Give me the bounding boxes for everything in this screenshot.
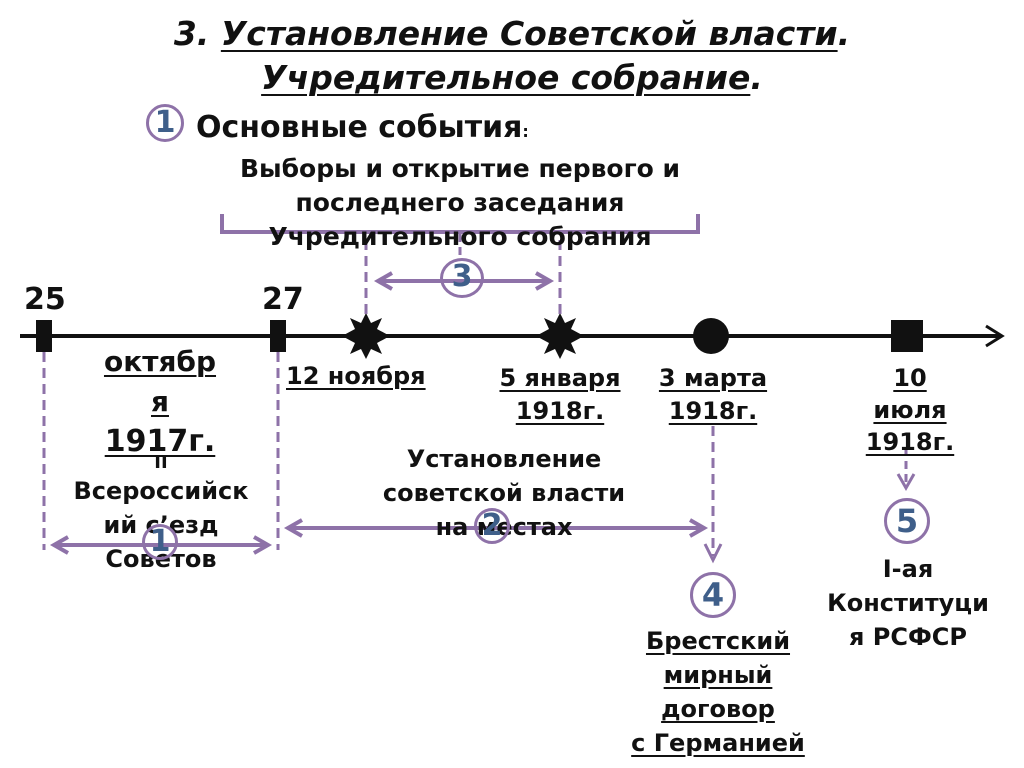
marker-nov12-star — [342, 313, 390, 359]
event-brest-treaty: Брестский мирный договор с Германией — [610, 624, 826, 760]
marker-jan5-star — [536, 313, 584, 359]
date-nov12: 12 ноября — [286, 362, 426, 390]
event-constitution: I-ая Конституци я РСФСР — [808, 552, 1008, 654]
marker-oct27 — [270, 320, 286, 352]
mar3-line1: 3 марта — [658, 364, 768, 392]
soviet-line2: советской власти — [382, 479, 626, 507]
const-line2: Конституци — [827, 589, 989, 617]
congress-badge: 1 — [142, 524, 178, 560]
date-jan5-1918: 5 января 1918г. — [480, 362, 640, 428]
mar3-line2: 1918г. — [668, 397, 758, 425]
title-number: 3. — [173, 14, 210, 53]
brest-line4: с Германией — [631, 729, 805, 757]
const-line1: I-ая — [882, 555, 934, 583]
marker-oct25 — [36, 320, 52, 352]
soviet-line1: Установление — [406, 445, 602, 473]
section-heading: Основные события: — [196, 110, 529, 150]
title-line1: Установление Советской власти — [220, 14, 838, 53]
page-title: 3. Установление Советской власти. — [0, 12, 1024, 56]
date-25: 25 — [24, 282, 66, 317]
title-dot-2: . — [750, 58, 763, 97]
marker-mar3-circle — [693, 318, 729, 354]
date-jul10-1918: 10 июля 1918г. — [840, 362, 980, 458]
arrowhead-mar3 — [703, 543, 723, 564]
const-line3: я РСФСР — [849, 623, 967, 651]
subtext-line3: Учредительного собрания — [268, 222, 652, 251]
section-colon: : — [522, 122, 529, 141]
oct-line1: октябр — [103, 345, 217, 378]
constitution-badge: 5 — [884, 498, 930, 544]
section-heading-text: Основные события — [196, 110, 523, 145]
brest-line1: Брестский — [645, 627, 791, 655]
assembly-badge: 3 — [440, 258, 484, 298]
subtext-line2: последнего заседания — [295, 188, 625, 217]
title-dot-1: . — [837, 14, 851, 53]
title-line2: Учредительное собрание — [261, 58, 751, 97]
oct-line3: 1917г. — [104, 424, 216, 459]
date-october-1917: октябр я 1917г. — [60, 342, 260, 462]
jul10-line1: 10 — [893, 364, 927, 392]
timeline-arrowhead — [985, 324, 1005, 348]
date-mar3-1918: 3 марта 1918г. — [638, 362, 788, 428]
jul10-line3: 1918г. — [865, 428, 955, 456]
page-subtitle: Учредительное собрание. — [0, 56, 1024, 100]
assembly-bracket — [220, 214, 700, 234]
section-badge: 1 — [146, 104, 184, 142]
jan5-line2: 1918г. — [515, 397, 605, 425]
arrowhead-jul10 — [896, 473, 916, 492]
congress-roman: II — [154, 452, 168, 473]
brest-badge: 4 — [690, 572, 736, 618]
brest-line3: договор — [661, 695, 775, 723]
section-subtext: Выборы и открытие первого и последнего з… — [160, 152, 760, 254]
jul10-line2: июля — [873, 396, 947, 424]
oct-line2: я — [151, 385, 169, 418]
subtext-line1: Выборы и открытие первого и — [239, 154, 681, 183]
marker-jul10-square — [891, 320, 923, 352]
date-27: 27 — [262, 282, 304, 317]
soviet-badge: 2 — [474, 508, 510, 544]
jan5-line1: 5 января — [499, 364, 621, 392]
brest-line2: мирный — [663, 661, 773, 689]
congress-line1: Всероссийск — [73, 477, 249, 505]
